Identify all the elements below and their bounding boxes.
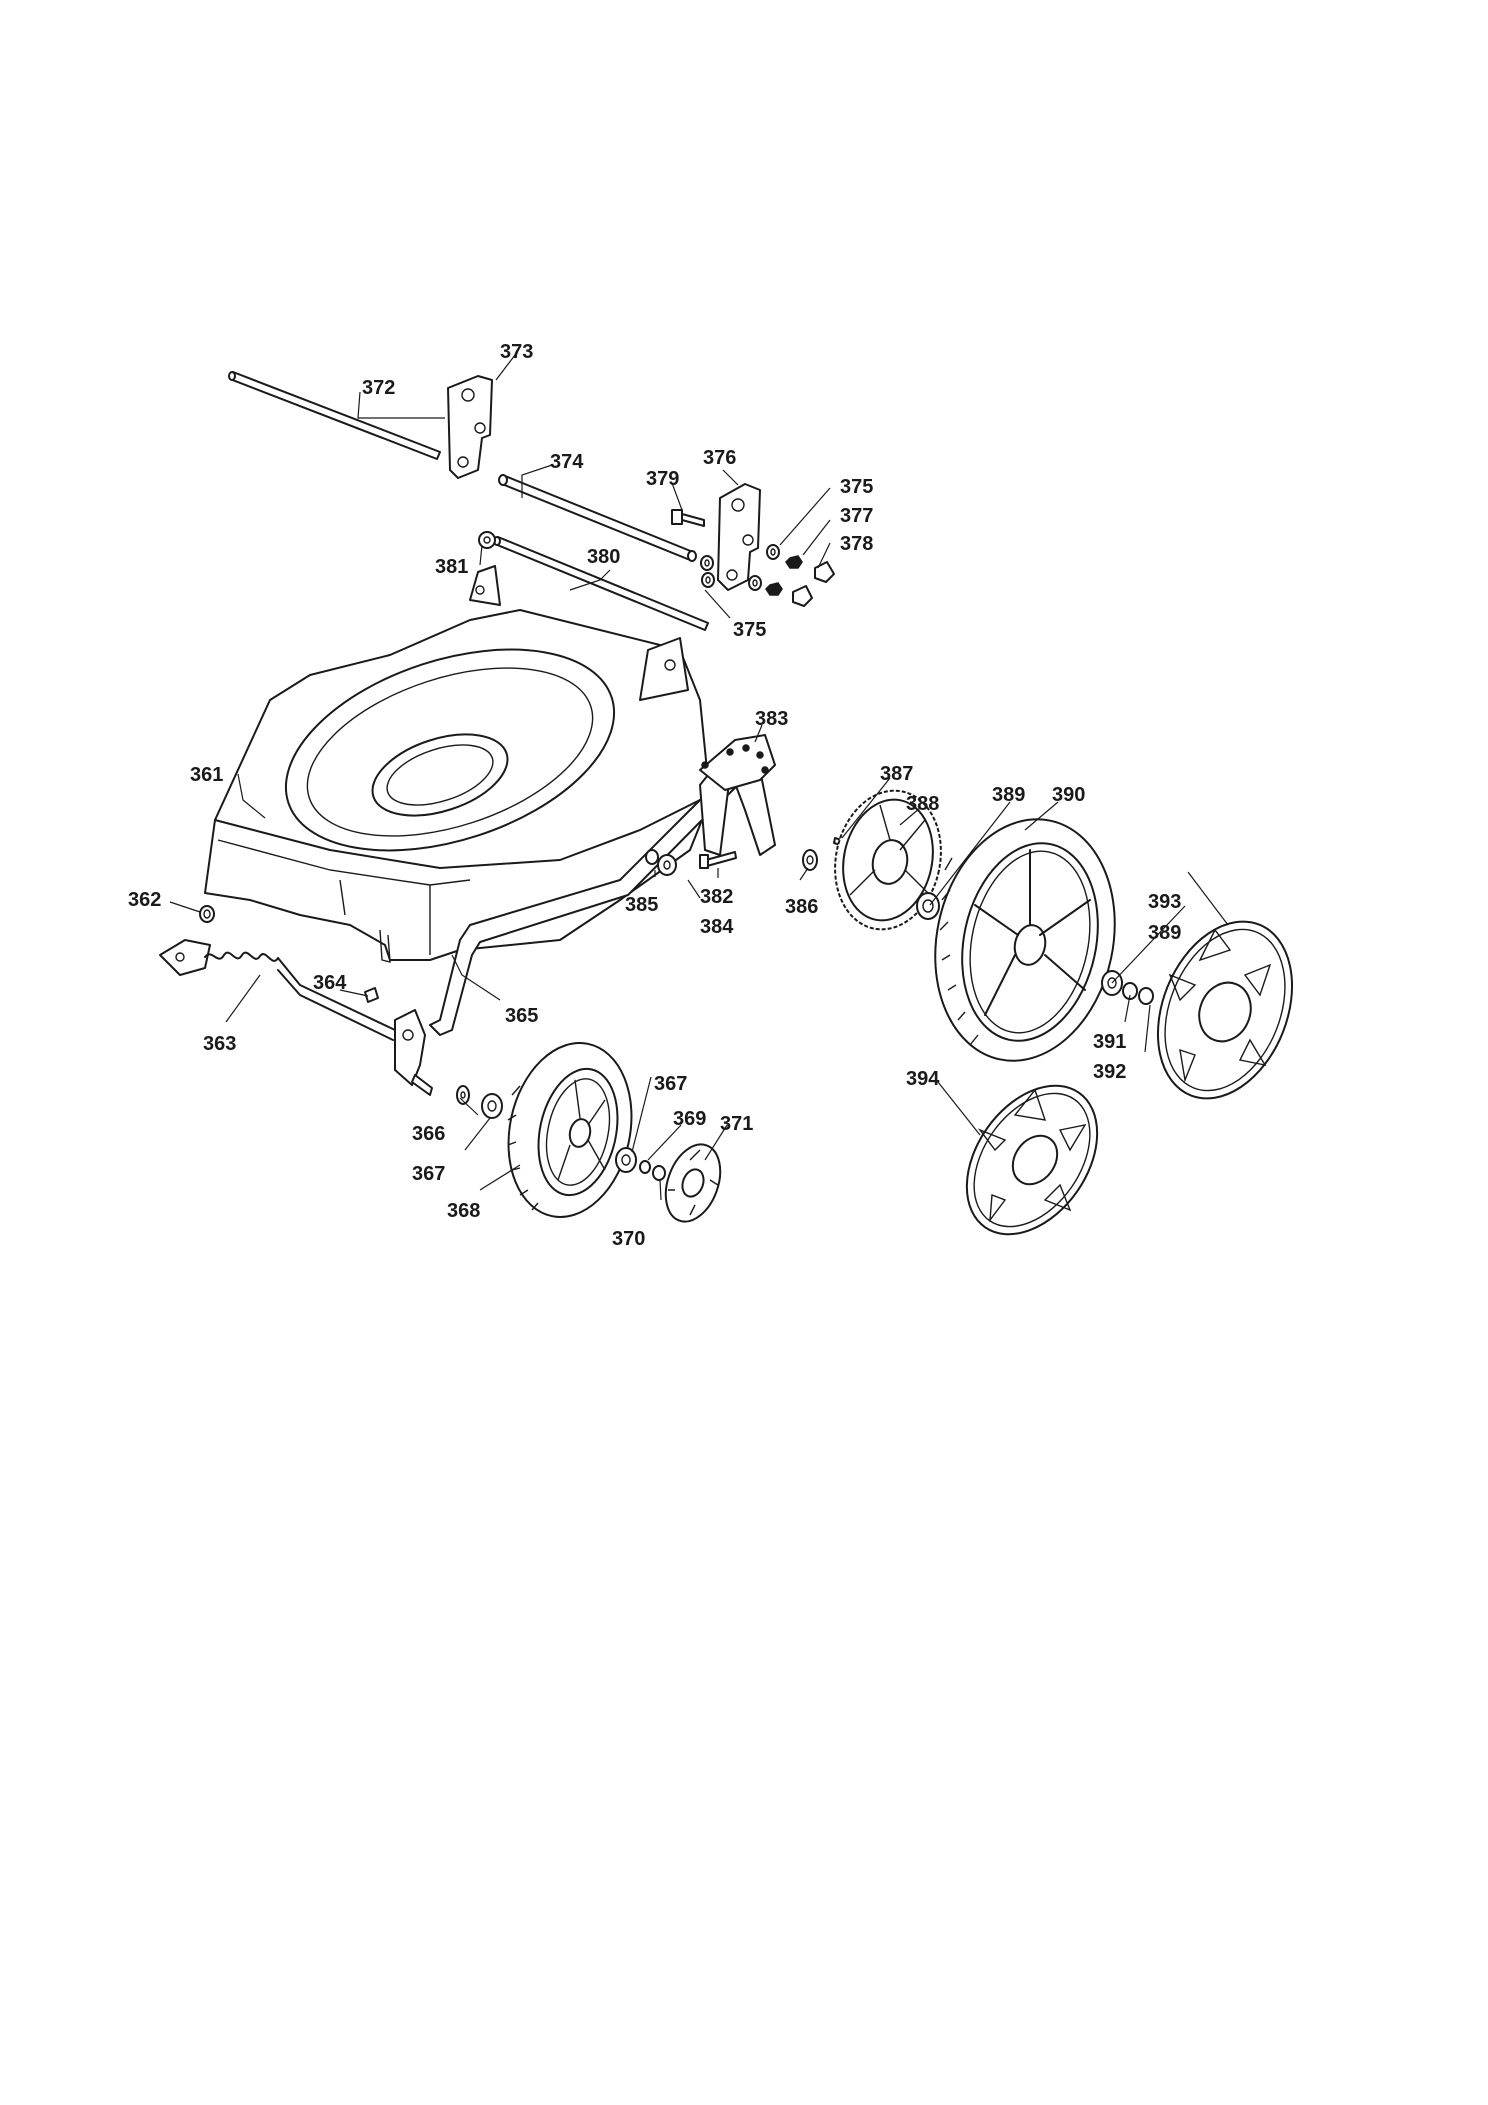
front-wheel-368 [507,1042,633,1218]
washer-366 [456,1085,470,1105]
callout-394: 394 [906,1068,940,1090]
rear-wheel-390 [934,818,1116,1062]
callout-388: 388 [906,793,939,815]
washer-384 [657,854,677,876]
callout-380: 380 [587,546,620,568]
bearing-389-rear [916,892,940,920]
callout-367-right: 367 [654,1073,687,1095]
callout-392: 392 [1093,1061,1126,1083]
rod-380 [493,536,709,631]
gear-388 [834,789,942,931]
callout-361: 361 [190,764,223,786]
callout-381: 381 [435,556,468,578]
height-adjuster-383 [699,734,776,791]
callout-368: 368 [447,1200,480,1222]
callout-393: 393 [1148,891,1181,913]
callout-385: 385 [625,894,658,916]
callout-369: 369 [673,1108,706,1130]
rod-372 [228,371,441,460]
rod-374 [498,474,697,562]
washer-375-bottom [701,572,762,591]
callout-365: 365 [505,1005,538,1027]
callout-376: 376 [703,447,736,469]
callout-387: 387 [880,763,913,785]
deck-361 [204,565,711,963]
callout-377: 377 [840,505,873,527]
spring-assembly-363 [159,939,433,1096]
callout-labels: 361 362 363 364 365 366 367 367 368 369 … [128,341,1181,1250]
callout-389-right: 389 [1148,922,1181,944]
callout-386: 386 [785,896,818,918]
hub-cap-371 [664,1143,722,1223]
bolt-382 [699,851,737,869]
callout-390: 390 [1052,784,1085,806]
callout-379: 379 [646,468,679,490]
callout-389-rear: 389 [992,784,1025,806]
handle-bar-365 [429,759,776,1036]
nut-370 [652,1165,666,1181]
bracket-376 [717,483,761,591]
callout-383: 383 [755,708,788,730]
cap-378 [792,561,835,607]
leader-lines [169,354,1229,1201]
nut-392 [1138,987,1154,1005]
star-washer-381 [478,531,496,549]
washer-375-top [700,544,780,571]
washer-369 [639,1160,651,1174]
callout-363: 363 [203,1033,236,1055]
bolt-379 [671,509,705,527]
callout-366: 366 [412,1123,445,1145]
callout-370: 370 [612,1228,645,1250]
callout-374: 374 [550,451,584,473]
callout-378: 378 [840,533,873,555]
callout-384: 384 [700,916,734,938]
bracket-373 [447,375,493,479]
washer-391 [1122,982,1138,1000]
wheel-cover-393 [1156,920,1294,1100]
callout-371: 371 [720,1113,753,1135]
callout-372: 372 [362,377,395,399]
bearing-367-left [481,1093,503,1119]
callout-375-bottom: 375 [733,619,766,641]
callout-362: 362 [128,889,161,911]
bearing-367-right [615,1147,637,1173]
nut-385 [645,849,659,865]
wheel-cover-394 [965,1084,1099,1236]
nut-377 [765,555,803,596]
callout-364: 364 [313,972,347,994]
washer-386 [802,849,818,871]
callout-367-left: 367 [412,1163,445,1185]
nut-362 [199,905,215,923]
callout-382: 382 [700,886,733,908]
callout-391: 391 [1093,1031,1126,1053]
clip-364 [364,987,379,1003]
callout-373: 373 [500,341,533,363]
callout-375-top: 375 [840,476,873,498]
